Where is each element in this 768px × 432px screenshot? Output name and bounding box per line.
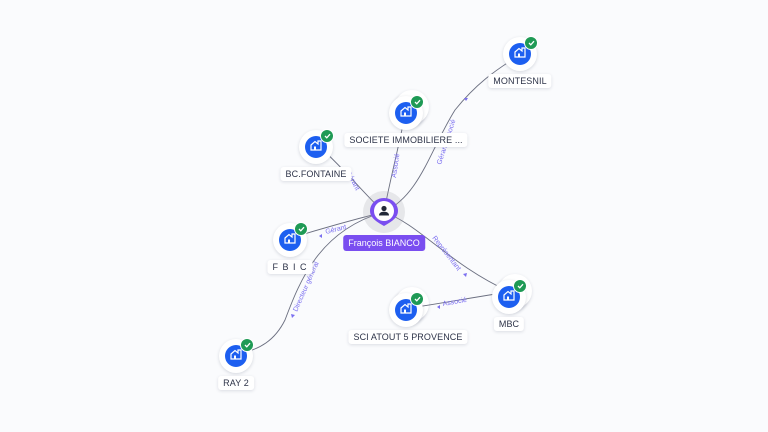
edge-label-sciatout: Associé: [437, 297, 468, 309]
arrow-icon: [291, 314, 295, 318]
person-name-label: François BIANCO: [343, 235, 425, 251]
verified-check-icon: [513, 279, 527, 293]
node-label: MONTESNIL: [488, 74, 552, 88]
company-icon: [503, 288, 515, 306]
company-icon: [230, 347, 242, 365]
edge-label-fbic: Gérant: [319, 224, 347, 238]
verified-check-icon: [320, 129, 334, 143]
arrow-icon: [464, 98, 468, 101]
edge-label-societe: Associé: [391, 143, 401, 178]
arrow-icon: [463, 273, 467, 277]
svg-text:Associé: Associé: [442, 297, 467, 308]
arrow-icon: [437, 305, 440, 309]
verified-check-icon: [240, 338, 254, 352]
node-label: MBC: [493, 317, 525, 331]
verified-check-icon: [410, 292, 424, 306]
arrow-icon: [319, 234, 322, 238]
edge-ray2: [236, 211, 385, 355]
svg-text:Représentant: Représentant: [430, 235, 461, 272]
svg-text:Gérant: Gérant: [325, 224, 348, 236]
edge-mbc: [383, 211, 511, 293]
company-icon: [400, 104, 412, 122]
company-icon: [284, 231, 296, 249]
company-icon: [514, 45, 526, 63]
node-label: SCI ATOUT 5 PROVENCE: [348, 330, 468, 344]
company-icon: [400, 301, 412, 319]
person-icon: [381, 205, 387, 212]
verified-check-icon: [410, 95, 424, 109]
edge-label-mbc: Représentant: [430, 235, 467, 277]
verified-check-icon: [294, 222, 308, 236]
edge-montesnil: [383, 54, 521, 213]
node-label: RAY 2: [218, 376, 254, 390]
node-label: BC.FONTAINE: [280, 167, 352, 181]
verified-check-icon: [524, 36, 538, 50]
node-label: F B I C: [267, 260, 313, 274]
person-pin-icon: [370, 198, 398, 226]
svg-text:Associé: Associé: [391, 153, 401, 178]
company-icon: [310, 138, 322, 156]
edge-label-montesnil: Gérant associé: [436, 98, 468, 166]
node-label: SOCIETE IMMOBILIERE ...: [344, 133, 468, 147]
